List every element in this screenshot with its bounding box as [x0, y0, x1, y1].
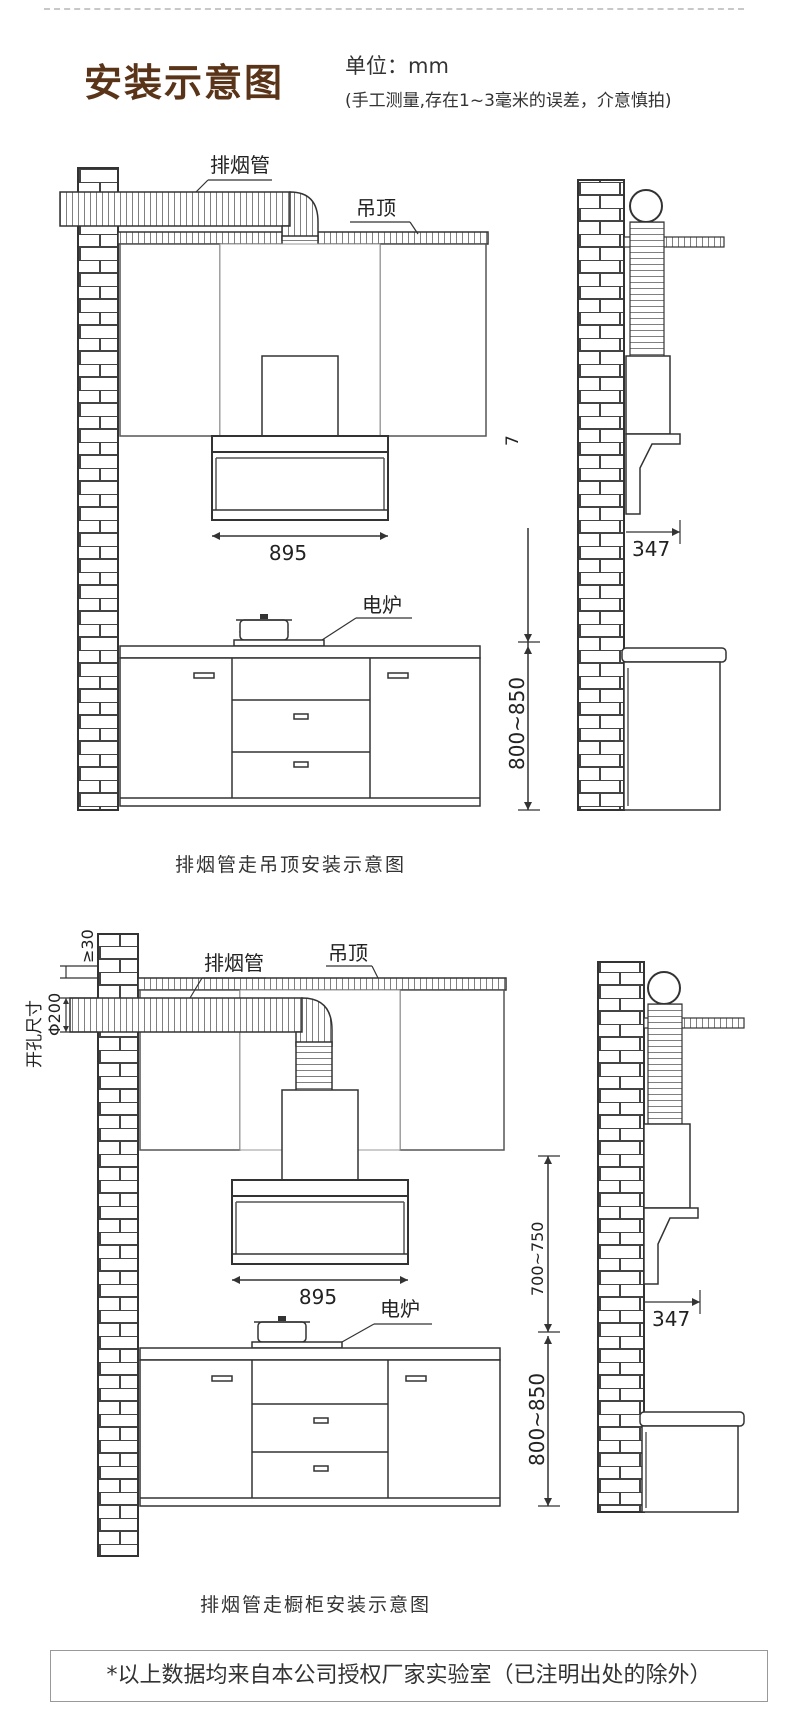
- top-divider: [44, 8, 744, 10]
- side-brick-wall: [577, 179, 625, 811]
- countertop-2: [139, 1347, 501, 1361]
- width-label-2: 895: [299, 1285, 337, 1309]
- depth-label: 347: [632, 537, 670, 561]
- side-countertop: [621, 647, 727, 663]
- unit-label: 单位：mm: [345, 54, 449, 78]
- base-cabinet-2: [139, 1359, 501, 1507]
- hood-body-2: [231, 1179, 409, 1265]
- side-countertop-2: [639, 1411, 745, 1427]
- counter-height-label: 800~850: [505, 677, 529, 770]
- hole-diameter-label: Φ200: [45, 993, 64, 1036]
- base-cabinet: [119, 657, 481, 807]
- hood-body: [211, 435, 389, 521]
- exhaust-pipe-bend: [281, 191, 319, 241]
- diagram1-caption: 排烟管走吊顶安装示意图: [175, 854, 407, 876]
- side-pipe-section-2: [647, 971, 681, 1005]
- countertop: [119, 645, 481, 659]
- pot-icon-2: [278, 1316, 286, 1321]
- brick-wall-2: [97, 933, 139, 1557]
- side-pipe-vertical: [629, 221, 665, 357]
- hood-chimney: [261, 355, 339, 437]
- hole-offset-label: ≥30: [78, 929, 97, 963]
- exhaust-pipe-label: 排烟管: [210, 153, 270, 177]
- side-hood-body: [625, 433, 681, 515]
- side-hood-chimney-2: [643, 1123, 691, 1209]
- upper-cabinet-right: [379, 243, 487, 437]
- side-base-cabinet-2: [641, 1425, 739, 1513]
- hood-height-label: 700~750: [528, 1222, 547, 1296]
- diagram2-caption: 排烟管走橱柜安装示意图: [200, 1594, 432, 1616]
- stove-cooktop-2: [251, 1341, 343, 1349]
- hood-chimney-2: [281, 1089, 359, 1181]
- ceiling-install-diagram: 895 排烟管 吊顶 7 800~850 电炉 347: [59, 153, 727, 811]
- brick-wall: [77, 167, 119, 811]
- exhaust-pipe-horizontal-2: [69, 997, 303, 1033]
- disclaimer-text: *以上数据均来自本公司授权厂家实验室（已注明出处的除外）: [106, 1663, 712, 1688]
- height-mark: 7: [503, 435, 523, 446]
- side-hood-chimney: [625, 355, 671, 435]
- exhaust-pipe-label-2: 排烟管: [204, 951, 264, 975]
- side-brick-wall-2: [597, 961, 645, 1513]
- side-hood-body-2: [643, 1207, 699, 1285]
- disclaimer-box: *以上数据均来自本公司授权厂家实验室（已注明出处的除外）: [50, 1650, 768, 1702]
- hole-size-label: 开孔尺寸: [25, 1000, 45, 1068]
- width-label: 895: [269, 541, 307, 565]
- exhaust-pipe-horizontal: [59, 191, 291, 227]
- stove-label-2: 电炉: [380, 1297, 420, 1321]
- upper-cabinet-right-2: [399, 989, 505, 1151]
- side-pipe-section: [629, 189, 663, 223]
- upper-cabinet-left: [119, 243, 221, 437]
- depth-label-2: 347: [652, 1307, 690, 1331]
- ceiling-label: 吊顶: [356, 196, 396, 220]
- exhaust-pipe-bend-2: [295, 997, 333, 1047]
- page-title: 安装示意图: [84, 61, 285, 105]
- stove-label: 电炉: [362, 593, 402, 617]
- cabinet-install-diagram: 895 排烟管 吊顶 开孔尺寸 ≥30 Φ200 700~750 800~850…: [25, 929, 745, 1557]
- counter-height-label-2: 800~850: [525, 1373, 549, 1466]
- side-base-cabinet: [623, 661, 721, 811]
- ceiling-slab-2: [137, 977, 507, 991]
- stove-cooktop: [233, 639, 325, 647]
- ceiling-label-2: 吊顶: [328, 941, 368, 965]
- measurement-note: (手工测量,存在1~3毫米的误差，介意慎拍): [345, 91, 672, 111]
- side-ceiling-slab: [623, 236, 725, 248]
- side-ceiling-slab-2: [643, 1017, 745, 1029]
- side-pipe-vertical-2: [647, 1003, 683, 1125]
